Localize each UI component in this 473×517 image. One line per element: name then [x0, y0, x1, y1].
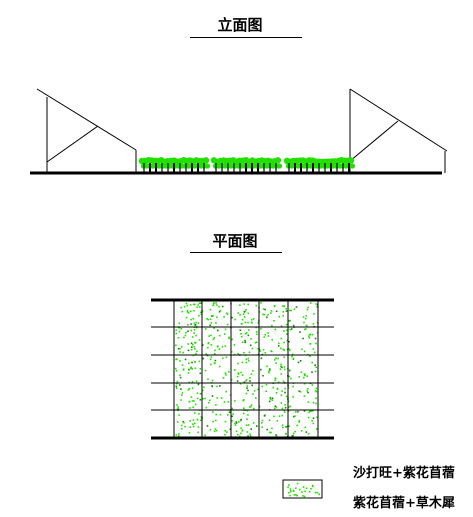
elevation-view [30, 88, 448, 175]
plan-view [151, 298, 334, 440]
plan-horizontal-grid [151, 326, 334, 411]
plan-planting-area [174, 302, 318, 438]
vegetation-clump-3 [283, 156, 356, 173]
plan-title-underline [190, 252, 282, 253]
left-frame [36, 88, 137, 173]
vegetation-clump-2 [210, 156, 283, 173]
legend-label-1: 沙打旺+紫花苜蓿 [353, 466, 455, 481]
elevation-title-underline [190, 37, 302, 38]
elevation-title: 立面图 [217, 16, 263, 34]
legend-label-2: 紫花苜蓿+草木犀 [353, 496, 455, 511]
legend-swatch [282, 479, 323, 499]
plan-title: 平面图 [212, 232, 258, 250]
plan-vertical-grid [173, 300, 319, 438]
elevation-vegetation [138, 156, 356, 173]
vegetation-clump-1 [138, 156, 211, 173]
right-frame [349, 88, 448, 173]
